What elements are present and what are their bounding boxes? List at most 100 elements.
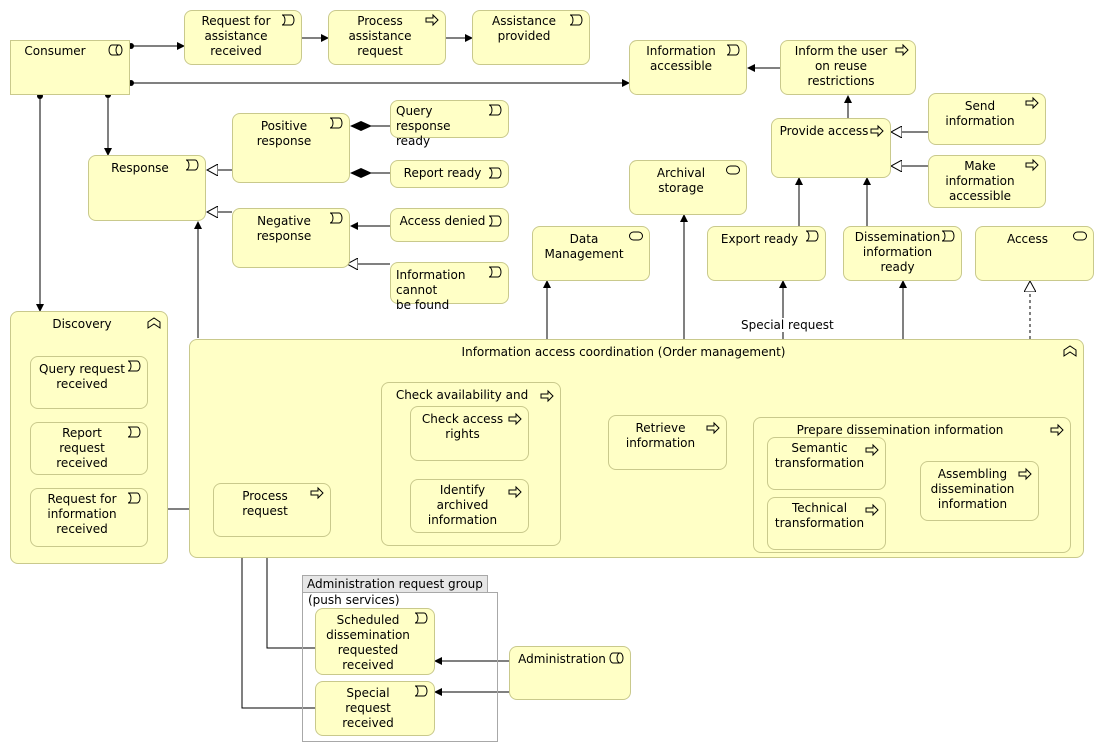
retrieve-information-label: Retrieve information [625, 421, 696, 450]
service-icon [629, 231, 643, 241]
consumer-role[interactable]: Consumer [10, 40, 130, 95]
service-icon [1073, 231, 1087, 241]
event-icon [488, 167, 502, 179]
archival-storage-service[interactable]: Archival storage [629, 160, 747, 215]
identify-archived-label: Identify archived information [427, 483, 498, 527]
process-assistance-process[interactable]: Process assistance request [328, 10, 446, 65]
send-information-label: Send information [945, 99, 1015, 128]
admin-request-group[interactable] [302, 592, 498, 742]
dissemination-ready-event[interactable]: Dissemination information ready [843, 226, 962, 281]
info-access-coordination-label: Information access coordination (Order m… [461, 345, 786, 359]
event-icon [805, 230, 819, 242]
negative-response-event[interactable]: Negative response [232, 208, 350, 268]
event-icon [127, 360, 141, 372]
check-access-rights-label: Check access rights [421, 412, 504, 441]
export-ready-event[interactable]: Export ready [707, 226, 826, 281]
positive-response-label: Positive response [256, 119, 312, 148]
inform-user-process[interactable]: Inform the user on reuse restrictions [780, 40, 916, 95]
info-not-found-label: Information cannot be found [396, 268, 466, 312]
event-icon [488, 104, 502, 116]
event-icon [414, 685, 428, 697]
report-ready-event[interactable]: Report ready [390, 160, 509, 188]
event-icon [281, 14, 295, 26]
event-icon [127, 492, 141, 504]
query-response-ready-label: Query response ready [396, 104, 451, 148]
service-icon [726, 165, 740, 175]
dissemination-ready-label: Dissemination information ready [854, 230, 941, 274]
inform-user-label: Inform the user on reuse restrictions [794, 44, 888, 88]
edge-scheduled-process [263, 536, 315, 649]
event-icon [329, 212, 343, 224]
process-arrow-icon [1050, 423, 1064, 437]
send-information-process[interactable]: Send information [928, 93, 1046, 145]
event-icon [941, 230, 955, 242]
response-label: Response [111, 161, 169, 175]
report-request-label: Report request received [56, 426, 108, 470]
administration-role[interactable]: Administration [509, 646, 631, 700]
archival-storage-label: Archival storage [656, 166, 706, 195]
semantic-transformation-process[interactable]: Semantic transformation [767, 437, 886, 490]
admin-group-title: Administration request group [302, 575, 488, 592]
export-ready-label: Export ready [720, 232, 799, 246]
event-icon [569, 14, 583, 26]
negative-response-label: Negative response [256, 214, 312, 243]
special-request-edge-label: Special request [741, 318, 834, 332]
query-request-event[interactable]: Query request received [30, 356, 148, 409]
access-denied-event[interactable]: Access denied [390, 208, 509, 242]
admin-group-subtitle: (push services) [308, 593, 400, 607]
process-arrow-icon [865, 443, 879, 457]
event-icon [329, 117, 343, 129]
administration-label: Administration [518, 652, 606, 666]
process-arrow-icon [895, 43, 909, 57]
provide-access-process[interactable]: Provide access [771, 118, 891, 178]
process-arrow-icon [1018, 467, 1032, 481]
positive-response-event[interactable]: Positive response [232, 113, 350, 183]
request-information-label: Request for information received [47, 492, 117, 536]
request-assistance-label: Request for assistance received [201, 14, 271, 58]
data-management-service[interactable]: Data Management [532, 226, 650, 281]
check-availability-label: Check availability and [395, 388, 529, 402]
assembling-dissemination-label: Assembling dissemination information [930, 467, 1015, 511]
assistance-provided-label: Assistance provided [492, 14, 556, 43]
special-request-received-label: Special request received [342, 686, 394, 730]
response-event[interactable]: Response [88, 155, 206, 221]
event-icon [414, 612, 428, 624]
technical-transformation-process[interactable]: Technical transformation [767, 497, 886, 550]
process-assistance-label: Process assistance request [348, 14, 412, 58]
event-icon [488, 266, 502, 278]
semantic-transformation-label: Semantic transformation [774, 441, 865, 470]
assembling-dissemination-process[interactable]: Assembling dissemination information [920, 461, 1039, 521]
query-response-ready-event[interactable]: Query response ready [390, 100, 509, 148]
function-icon [147, 317, 161, 329]
process-arrow-icon [540, 389, 554, 403]
information-accessible-event[interactable]: Information accessible [629, 40, 747, 95]
process-arrow-icon [310, 486, 324, 500]
process-arrow-icon [865, 503, 879, 517]
event-icon [127, 426, 141, 438]
scheduled-dissemination-event[interactable]: Scheduled dissemination requested receiv… [315, 608, 435, 675]
request-information-event[interactable]: Request for information received [30, 488, 148, 547]
role-icon [609, 652, 624, 664]
scheduled-dissemination-label: Scheduled dissemination requested receiv… [326, 613, 410, 672]
access-label: Access [1006, 232, 1049, 246]
event-icon [185, 159, 199, 171]
check-access-rights-process[interactable]: Check access rights [410, 406, 529, 461]
process-arrow-icon [706, 421, 720, 435]
process-request-process[interactable]: Process request [213, 483, 331, 537]
role-icon [108, 44, 123, 56]
identify-archived-process[interactable]: Identify archived information [410, 479, 529, 533]
information-accessible-label: Information accessible [646, 44, 716, 73]
make-accessible-process[interactable]: Make information accessible [928, 155, 1046, 208]
event-icon [488, 215, 502, 227]
info-not-found-event[interactable]: Information cannot be found [390, 262, 509, 312]
make-accessible-label: Make information accessible [945, 159, 1015, 203]
assistance-provided-event[interactable]: Assistance provided [472, 10, 590, 65]
request-assistance-event[interactable]: Request for assistance received [184, 10, 302, 65]
special-request-event[interactable]: Special request received [315, 681, 435, 736]
edge-special-process [238, 536, 315, 709]
discovery-label: Discovery [52, 317, 112, 331]
report-request-event[interactable]: Report request received [30, 422, 148, 475]
retrieve-information-process[interactable]: Retrieve information [608, 415, 727, 470]
access-service[interactable]: Access [975, 226, 1094, 281]
access-denied-label: Access denied [399, 214, 486, 228]
